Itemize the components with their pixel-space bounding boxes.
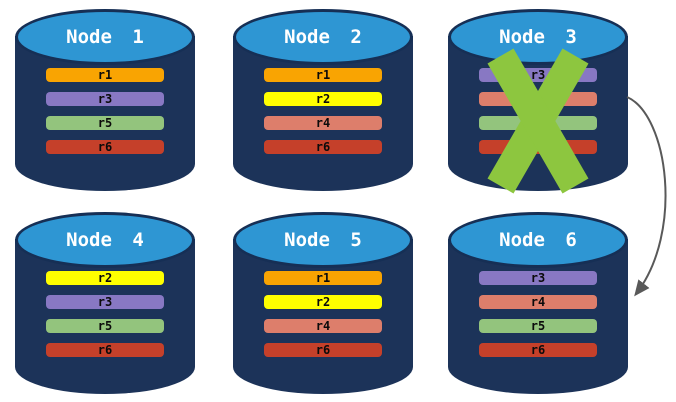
- node-title: Node 4: [66, 229, 144, 251]
- replica-bar: r6: [264, 343, 382, 357]
- node-5: Node 5 r1 r2 r4 r6: [233, 212, 413, 394]
- node-title: Node 3: [499, 26, 577, 48]
- replica-label: r6: [315, 140, 331, 154]
- replica-bar: r5: [479, 319, 597, 333]
- failover-arrow-path: [626, 96, 667, 297]
- replica-bar: r2: [264, 295, 382, 309]
- cylinder-top-shape: Node 2: [233, 9, 413, 65]
- replica-label: r6: [97, 140, 113, 154]
- node-6: Node 6 r3 r4 r5 r6: [448, 212, 628, 394]
- replica-list: r2 r3 r5 r6: [46, 271, 164, 357]
- replica-list: r1 r3 r5 r6: [46, 68, 164, 154]
- replica-bar: r2: [264, 92, 382, 106]
- replica-label: r3: [530, 271, 546, 285]
- replica-bar: r4: [264, 319, 382, 333]
- replica-list: r1 r2 r4 r6: [264, 68, 382, 154]
- replica-list: r3: [479, 68, 597, 154]
- replica-label: r5: [530, 319, 546, 333]
- cylinder-top-shape: Node 6: [448, 212, 628, 268]
- cylinder-top-shape: Node 3: [448, 9, 628, 65]
- replica-bar: [479, 140, 597, 154]
- replica-bar: r5: [46, 116, 164, 130]
- replica-label: r6: [97, 343, 113, 357]
- replica-bar: r6: [46, 343, 164, 357]
- node-title: Node 2: [284, 26, 362, 48]
- node-title: Node 5: [284, 229, 362, 251]
- replica-label: r6: [530, 343, 546, 357]
- cylinder-top-shape: Node 4: [15, 212, 195, 268]
- cylinder-top-shape: Node 5: [233, 212, 413, 268]
- replica-bar: r6: [479, 343, 597, 357]
- replica-bar: r2: [46, 271, 164, 285]
- replica-bar: r3: [46, 92, 164, 106]
- replica-label: r1: [315, 271, 331, 285]
- replica-label: r3: [530, 68, 546, 82]
- replica-list: r3 r4 r5 r6: [479, 271, 597, 357]
- replica-bar: [479, 116, 597, 130]
- replica-bar: r4: [479, 295, 597, 309]
- replica-bar: r3: [479, 68, 597, 82]
- replica-label: r1: [97, 68, 113, 82]
- replica-label: r4: [315, 116, 331, 130]
- replica-bar: r3: [479, 271, 597, 285]
- node-title: Node 1: [66, 26, 144, 48]
- replica-bar: r5: [46, 319, 164, 333]
- replica-label: r2: [315, 92, 331, 106]
- node-title: Node 6: [499, 229, 577, 251]
- replica-bar: r3: [46, 295, 164, 309]
- replica-label: r2: [97, 271, 113, 285]
- replica-label: r5: [97, 116, 113, 130]
- node-4: Node 4 r2 r3 r5 r6: [15, 212, 195, 394]
- node-1: Node 1 r1 r3 r5 r6: [15, 9, 195, 191]
- node-3: Node 3 r3: [448, 9, 628, 194]
- replica-label: r5: [97, 319, 113, 333]
- replica-bar: r1: [46, 68, 164, 82]
- replica-label: r1: [315, 68, 331, 82]
- replica-label: r6: [315, 343, 331, 357]
- replica-bar: r4: [264, 116, 382, 130]
- replica-label: r3: [97, 92, 113, 106]
- replica-bar: [479, 92, 597, 106]
- replica-list: r1 r2 r4 r6: [264, 271, 382, 357]
- replica-label: r4: [315, 319, 331, 333]
- replica-bar: r6: [264, 140, 382, 154]
- node-2: Node 2 r1 r2 r4 r6: [233, 9, 413, 191]
- replica-bar: r6: [46, 140, 164, 154]
- replica-bar: r1: [264, 68, 382, 82]
- replica-label: r2: [315, 295, 331, 309]
- replica-label: r4: [530, 295, 546, 309]
- cylinder-top-shape: Node 1: [15, 9, 195, 65]
- replica-bar: r1: [264, 271, 382, 285]
- replica-label: r3: [97, 295, 113, 309]
